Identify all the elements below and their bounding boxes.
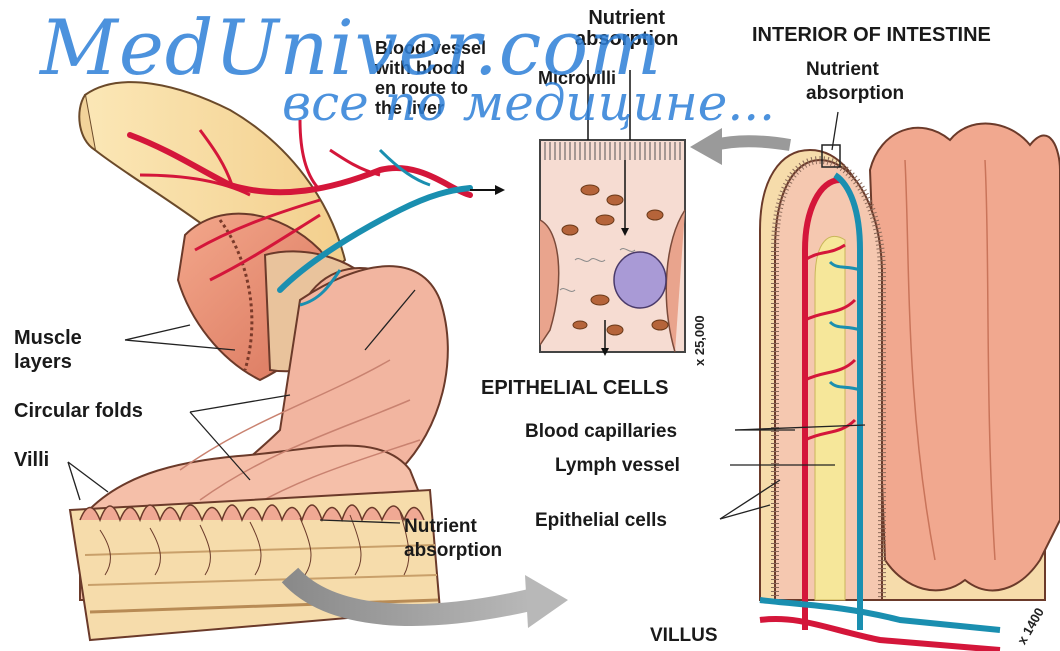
- scale-25000-label: x 25,000: [693, 315, 707, 366]
- circular-folds-label: Circular folds: [14, 401, 143, 422]
- villi-label: Villi: [14, 450, 49, 471]
- watermark-tagline: все по медицине...: [282, 76, 775, 130]
- villus-cross-section: [760, 124, 1060, 650]
- nutrient-absorption-bottom-label: Nutrient absorption: [404, 515, 502, 563]
- interior-of-intestine-title: INTERIOR OF INTESTINE: [752, 25, 991, 46]
- muscle-layers-label: Muscle layers: [14, 326, 82, 374]
- villus-label: VILLUS: [650, 625, 718, 646]
- nutrient-absorption-right-label: Nutrient absorption: [806, 58, 904, 106]
- blood-capillaries-label: Blood capillaries: [525, 421, 677, 442]
- epithelial-cells-label: Epithelial cells: [535, 510, 667, 531]
- lymph-vessel-label: Lymph vessel: [555, 455, 680, 476]
- epithelial-cells-title: EPITHELIAL CELLS: [481, 378, 668, 399]
